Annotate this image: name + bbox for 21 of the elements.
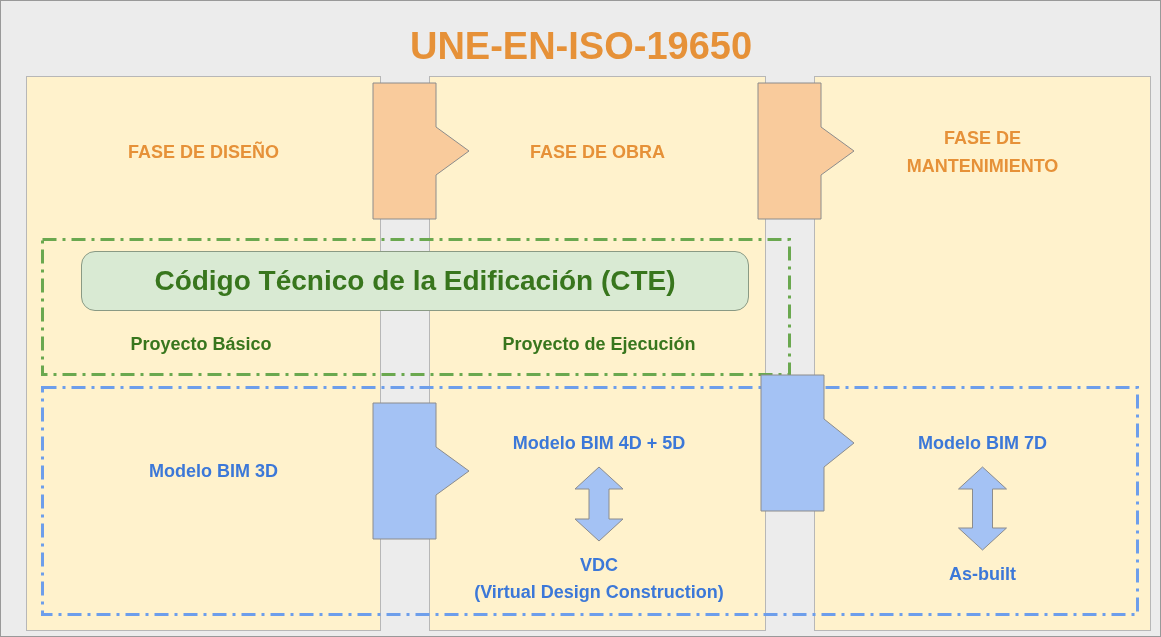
model-label: Modelo BIM 7D: [918, 431, 1047, 455]
phase-title: FASE DE DISEÑO: [127, 140, 280, 164]
phase-title: FASE DE OBRA: [529, 141, 666, 164]
double-arrow: [574, 466, 624, 542]
diagram-title: UNE-EN-ISO-19650: [408, 24, 754, 69]
model-label: Modelo BIM 4D + 5D: [512, 431, 686, 455]
block-arrow: [760, 374, 855, 512]
block-arrow: [757, 82, 855, 220]
block-arrow: [372, 82, 470, 220]
phase-column: [814, 76, 1151, 631]
model-label: VDC: [580, 554, 618, 577]
rounded-banner: [81, 251, 749, 311]
model-label: As-built: [949, 562, 1016, 586]
project-label: Proyecto Básico: [129, 333, 273, 356]
model-label: Modelo BIM 3D: [149, 459, 278, 483]
phase-title: FASE DE MANTENIMIENTO: [905, 127, 1060, 178]
project-label: Proyecto de Ejecución: [501, 333, 697, 356]
model-label: (Virtual Design Construction): [474, 581, 724, 604]
block-arrow: [372, 402, 470, 540]
double-arrow: [958, 466, 1007, 551]
banner-title: Código Técnico de la Edificación (CTE): [154, 264, 676, 298]
